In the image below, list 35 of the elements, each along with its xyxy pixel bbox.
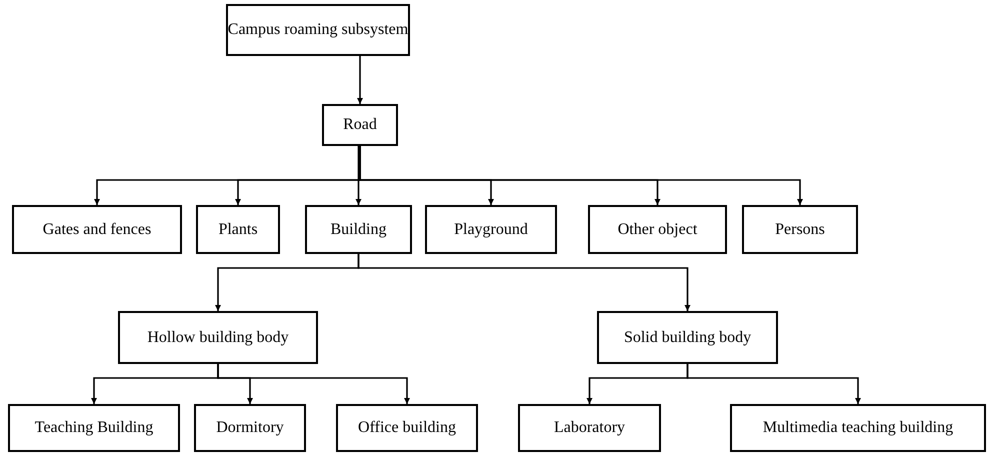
- arrow: [358, 254, 690, 311]
- process-box: [518, 404, 661, 452]
- node-label: Hollow building body: [147, 328, 289, 346]
- arrow: [217, 364, 410, 404]
- node-label: Dormitory: [216, 419, 284, 437]
- node-label: Persons: [775, 220, 825, 238]
- arrow: [357, 56, 363, 104]
- node-label: Laboratory: [554, 419, 626, 437]
- node-label: Other object: [618, 220, 698, 238]
- process-box: [226, 4, 410, 56]
- node-label: Office building: [358, 419, 456, 437]
- node-label: Gates and fences: [42, 220, 152, 238]
- process-box: [730, 404, 986, 452]
- node-label: Solid building body: [624, 328, 752, 346]
- process-box: [118, 311, 318, 364]
- process-box: [742, 205, 858, 254]
- node-label: Multimedia teaching building: [762, 419, 954, 437]
- process-box: [425, 205, 557, 254]
- node-label: Building: [330, 220, 386, 238]
- process-box: [196, 205, 280, 254]
- process-box: [588, 205, 727, 254]
- process-box: [597, 311, 778, 364]
- process-box: [322, 104, 398, 146]
- node-label: Playground: [454, 220, 528, 238]
- node-label: Road: [343, 116, 377, 134]
- process-box: [12, 205, 182, 254]
- process-box: [8, 404, 180, 452]
- node-label: Campus roaming subsystem: [228, 21, 408, 39]
- process-box: [305, 205, 412, 254]
- process-box: [194, 404, 306, 452]
- node-label: Teaching Building: [34, 419, 154, 437]
- process-box: [336, 404, 478, 452]
- arrow: [356, 146, 362, 205]
- node-label: Plants: [218, 220, 258, 238]
- arrow: [686, 364, 861, 404]
